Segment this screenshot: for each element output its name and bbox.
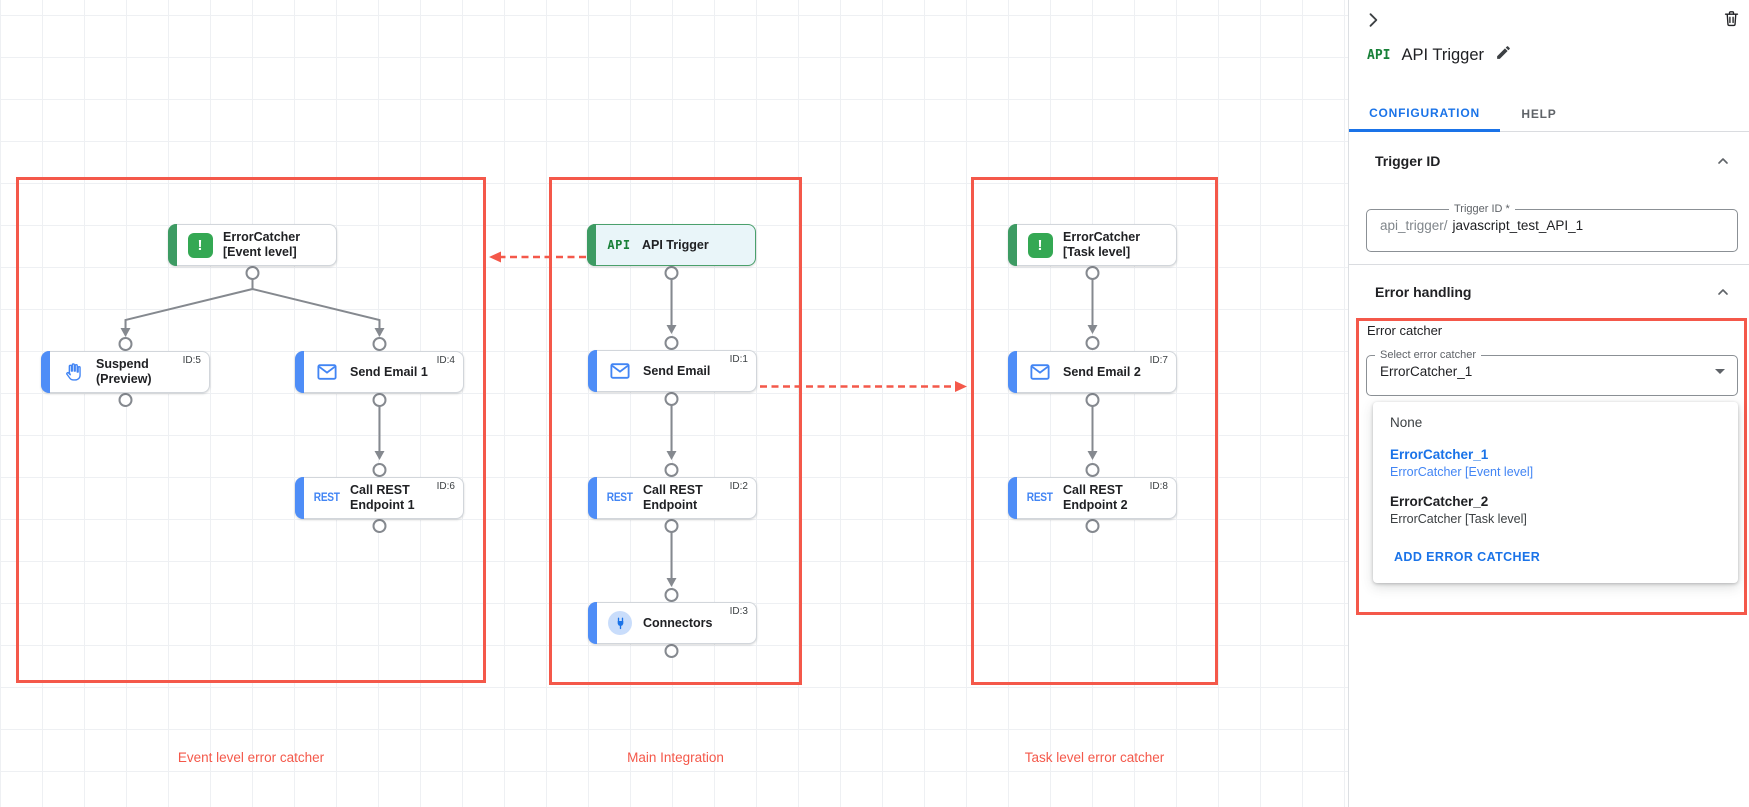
task-level-group-box [971,177,1218,685]
event-level-group-label: Event level error catcher [177,750,325,765]
task-node-errorcatcher-task[interactable]: ! ErrorCatcher[Task level] [1008,224,1177,266]
trigger-id-prefix: api_trigger/ [1380,218,1448,233]
node-accent-bar [41,351,50,393]
tab-help[interactable]: HELP [1521,107,1557,121]
edit-title-icon[interactable] [1495,44,1512,66]
node-id-badge: ID:3 [729,606,748,617]
option-none[interactable]: None [1390,415,1423,430]
collapse-error-handling-icon[interactable] [1715,284,1731,305]
task-node-api-trigger[interactable]: API API Trigger [587,224,756,266]
panel-title: API Trigger [1401,45,1485,64]
option-errorcatcher-1-detail[interactable]: ErrorCatcher [Event level] [1390,465,1534,479]
error-catcher-select-value: ErrorCatcher_1 [1380,364,1473,379]
rest-icon: REST [314,492,340,504]
node-id-badge: ID:5 [182,355,201,366]
node-id-badge: ID:8 [1149,481,1168,492]
collapse-panel-button[interactable] [1363,10,1383,35]
error-catcher-group-label: Error catcher [1367,323,1443,338]
error-catcher-dropdown-menu: None ErrorCatcher_1 ErrorCatcher [Event … [1373,402,1738,583]
error-catcher-icon: ! [1027,232,1053,258]
error-catcher-select-label: Select error catcher [1380,349,1476,361]
chevron-down-icon [1715,369,1725,374]
task-node-send-email-2[interactable]: Send Email 2 ID:7 [1008,351,1177,393]
collapse-trigger-id-icon[interactable] [1715,153,1731,174]
main-integration-group-box [549,177,802,685]
error-handling-section-heading: Error handling [1375,284,1472,300]
integration-canvas[interactable]: ! ErrorCatcher[Event level] Suspend(Prev… [0,0,1348,807]
error-catcher-icon: ! [187,232,213,258]
trigger-id-section-heading: Trigger ID [1375,153,1441,169]
event-level-group-box [16,177,486,683]
task-node-send-email-1[interactable]: Send Email 1 ID:4 [295,351,464,393]
node-accent-bar [1008,224,1017,266]
task-node-send-email[interactable]: Send Email ID:1 [588,350,757,392]
hand-icon [58,361,88,383]
node-id-badge: ID:4 [436,355,455,366]
panel-tabs: CONFIGURATION HELP [1349,96,1749,132]
task-node-suspend[interactable]: Suspend(Preview) ID:5 [41,351,210,393]
trigger-id-field[interactable]: Trigger ID * api_trigger/ javascript_tes… [1366,204,1738,252]
node-accent-bar [588,602,597,644]
email-icon [1025,361,1055,383]
task-node-connectors[interactable]: Connectors ID:3 [588,602,757,644]
rest-icon: REST [607,492,633,504]
node-id-badge: ID:2 [729,481,748,492]
task-node-errorcatcher-event[interactable]: ! ErrorCatcher[Event level] [168,224,337,266]
api-icon: API [607,238,631,252]
config-panel: API API Trigger CONFIGURATION HELP Trigg… [1348,0,1749,807]
node-accent-bar [588,477,597,519]
error-catcher-select[interactable]: Select error catcher ErrorCatcher_1 [1366,350,1738,396]
node-accent-bar [1008,477,1017,519]
node-id-badge: ID:1 [729,354,748,365]
connector-icon [608,611,632,635]
option-errorcatcher-2-detail[interactable]: ErrorCatcher [Task level] [1390,512,1527,526]
rest-icon: REST [1027,492,1053,504]
node-accent-bar [1008,351,1017,393]
option-errorcatcher-1[interactable]: ErrorCatcher_1 [1390,447,1489,462]
delete-trigger-button[interactable] [1722,9,1741,33]
email-icon [312,361,342,383]
main-integration-group-label: Main Integration [627,750,724,765]
section-divider [1349,264,1749,265]
tab-configuration[interactable]: CONFIGURATION [1349,96,1500,132]
option-errorcatcher-2[interactable]: ErrorCatcher_2 [1390,494,1489,509]
api-trigger-logo-icon: API [1367,47,1391,63]
node-id-badge: ID:6 [436,481,455,492]
node-accent-bar [587,224,596,266]
node-accent-bar [168,224,177,266]
task-level-group-label: Task level error catcher [1024,750,1165,765]
add-error-catcher-button[interactable]: ADD ERROR CATCHER [1394,550,1541,564]
trigger-id-field-label: Trigger ID * [1454,203,1510,215]
email-icon [605,360,635,382]
trigger-id-value[interactable]: javascript_test_API_1 [1452,218,1584,233]
node-accent-bar [295,351,304,393]
node-accent-bar [295,477,304,519]
node-id-badge: ID:7 [1149,355,1168,366]
node-accent-bar [588,350,597,392]
